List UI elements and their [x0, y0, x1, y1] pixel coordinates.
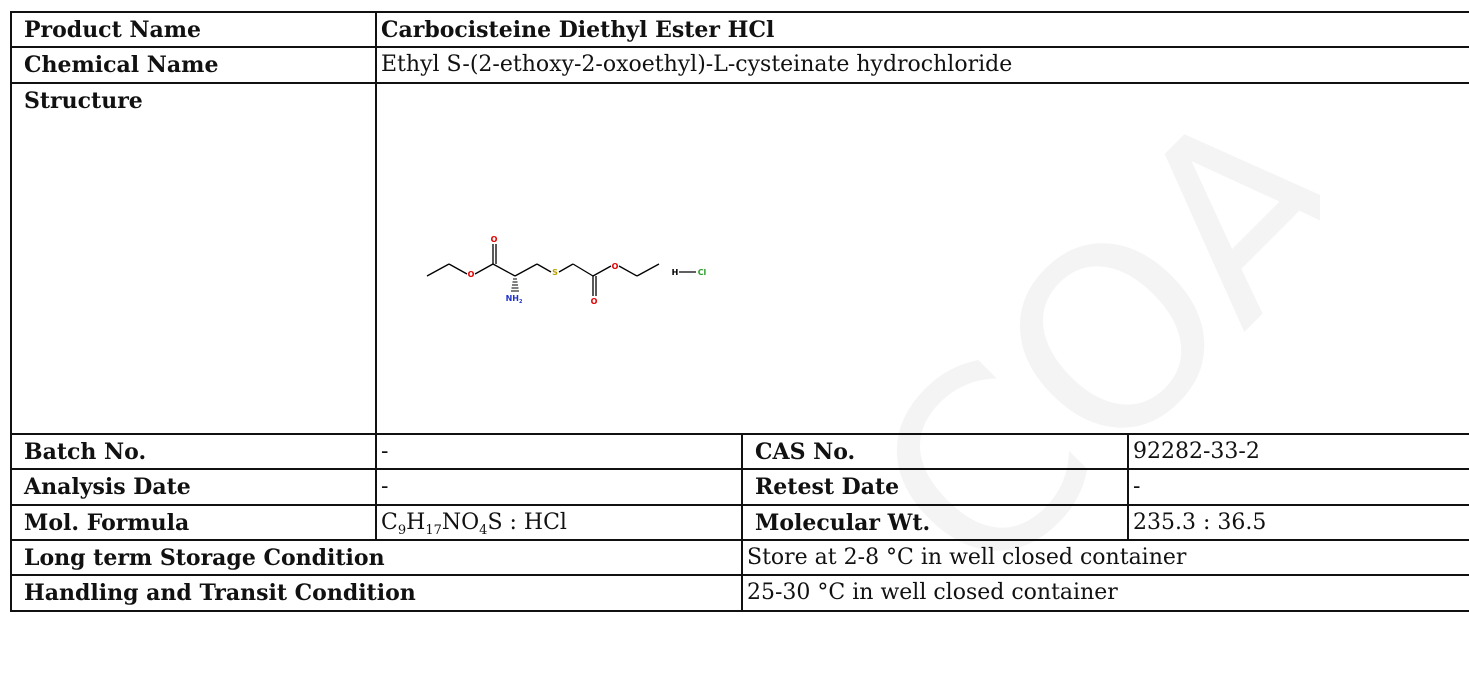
retest-date-value: -: [1126, 468, 1469, 506]
atom-sulfur: S: [552, 268, 558, 277]
batch-value: -: [375, 432, 743, 471]
mol-formula-value: C9H17NO4S : HCl: [375, 503, 743, 541]
batch-label: Batch No.: [10, 432, 377, 471]
handling-value: 25-30 °C in well closed container: [740, 574, 1469, 612]
structure-label: Structure: [10, 81, 377, 435]
row-batch: Batch No. - CAS No. 92282-33-2: [10, 432, 1469, 471]
analysis-date-value: -: [375, 468, 743, 506]
row-chemical-name: Chemical Name Ethyl S-(2-ethoxy-2-oxoeth…: [10, 46, 1469, 84]
mol-wt-label: Molecular Wt.: [741, 503, 1129, 541]
structure-cell: O O S O O NH2 H Cl: [374, 81, 1469, 435]
product-name-value: Carbocisteine Diethyl Ester HCl: [374, 10, 1469, 49]
atom-hydrogen: H: [672, 268, 679, 277]
chemical-name-label: Chemical Name: [10, 46, 377, 84]
atom-oxygen-1: O: [468, 270, 475, 279]
coa-table: Product Name Carbocisteine Diethyl Ester…: [10, 10, 1469, 612]
cas-value: 92282-33-2: [1126, 432, 1469, 471]
cas-label: CAS No.: [741, 432, 1129, 471]
storage-label: Long term Storage Condition: [10, 538, 743, 577]
row-handling: Handling and Transit Condition 25-30 °C …: [10, 574, 1469, 612]
row-formula: Mol. Formula C9H17NO4S : HCl Molecular W…: [10, 503, 1469, 541]
analysis-date-label: Analysis Date: [10, 468, 377, 506]
atom-oxygen-2: O: [491, 235, 498, 244]
mol-wt-value: 235.3 : 36.5: [1126, 503, 1469, 541]
retest-date-label: Retest Date: [741, 468, 1129, 506]
handling-label: Handling and Transit Condition: [10, 574, 743, 612]
molecule-structure-image: O O S O O NH2 H Cl: [426, 235, 707, 306]
row-storage: Long term Storage Condition Store at 2-8…: [10, 538, 1469, 577]
atom-oxygen-4: O: [612, 262, 619, 271]
atom-oxygen-3: O: [591, 297, 598, 306]
row-product-name: Product Name Carbocisteine Diethyl Ester…: [10, 10, 1469, 49]
product-name-label: Product Name: [10, 10, 377, 49]
atom-chlorine: Cl: [698, 268, 707, 277]
row-structure: Structure: [10, 81, 1469, 435]
mol-formula-label: Mol. Formula: [10, 503, 377, 541]
row-analysis-date: Analysis Date - Retest Date -: [10, 468, 1469, 506]
storage-value: Store at 2-8 °C in well closed container: [740, 538, 1469, 577]
chemical-name-value: Ethyl S-(2-ethoxy-2-oxoethyl)-L-cysteina…: [374, 46, 1469, 84]
atom-nitrogen: NH2: [506, 294, 523, 305]
